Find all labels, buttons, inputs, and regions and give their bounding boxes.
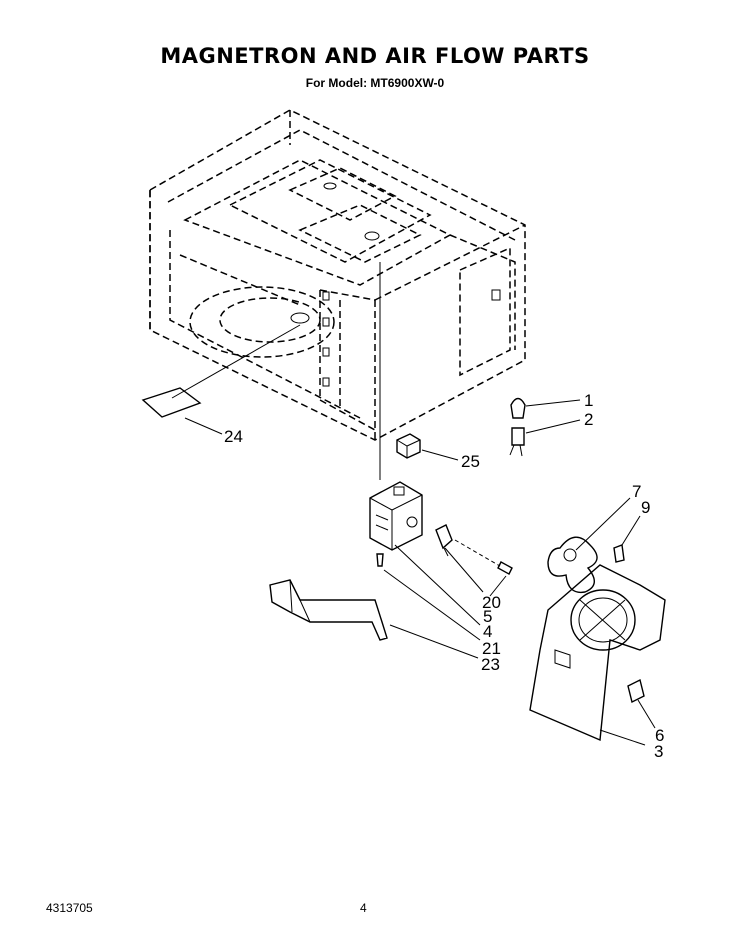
callout-23: 23 [481, 655, 500, 674]
part-7-fan-blade [547, 497, 631, 594]
page-number: 4 [360, 901, 367, 915]
part-5-thermal-cutout [435, 524, 484, 593]
callout-2: 2 [584, 410, 593, 429]
callout-21: 21 [482, 639, 501, 658]
part-9-screw [613, 515, 641, 563]
part-20-screw [454, 539, 513, 597]
part-24-waveguide-cover [141, 324, 301, 435]
part-3-fan-motor-bracket [529, 564, 666, 746]
callout-5: 5 [483, 607, 492, 626]
callout-4: 4 [483, 622, 492, 641]
part-21-screw [376, 544, 481, 641]
page-title: MAGNETRON AND AIR FLOW PARTS [160, 44, 590, 68]
part-23-air-guide [269, 579, 479, 659]
callout-3: 3 [654, 742, 663, 761]
part-25-block [396, 433, 459, 461]
callout-24: 24 [224, 427, 243, 446]
callout-20: 20 [482, 593, 501, 612]
part-2-lamp-socket [509, 419, 581, 457]
callout-7: 7 [632, 482, 641, 501]
callout-1: 1 [584, 391, 593, 410]
callout-6: 6 [655, 726, 664, 745]
model-subtitle: For Model: MT6900XW-0 [305, 76, 445, 90]
part-1-lamp [510, 397, 581, 419]
part-4-magnetron [369, 262, 423, 551]
oven-cavity [149, 109, 526, 441]
callout-25: 25 [461, 452, 480, 471]
callout-9: 9 [641, 498, 650, 517]
part-6-fan-motor [627, 678, 656, 729]
document-number: 4313705 [46, 901, 93, 915]
